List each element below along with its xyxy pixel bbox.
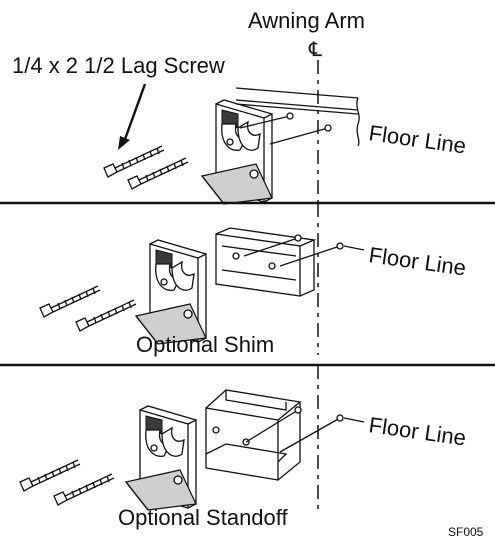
awning-arm-label: Awning Arm <box>248 8 365 33</box>
mounting-bracket-3 <box>125 405 197 511</box>
lag-screw-lower-3 <box>53 473 115 506</box>
panel-shim: Floor Line Optional Shim <box>39 227 468 357</box>
optional-shim-label: Optional Shim <box>136 332 274 357</box>
mounting-bracket <box>201 99 273 205</box>
optional-shim-part <box>215 233 301 297</box>
optional-standoff-part <box>205 407 279 481</box>
lag-screw-upper-3 <box>19 459 81 492</box>
floor-line-label-2: Floor Line <box>367 242 467 280</box>
panel-arm-mount: Awning Arm ℄ 1/4 x 2 1/2 Lag Screw Floor… <box>12 8 468 205</box>
lag-screw-pointer <box>122 83 147 143</box>
lag-screw-upper-2 <box>39 285 101 318</box>
panel-standoff: Floor Line Optional Standoff SF005 <box>19 389 484 539</box>
lag-screw-label: 1/4 x 2 1/2 Lag Screw <box>12 53 225 78</box>
figure-code: SF005 <box>448 525 484 539</box>
lag-screw-lower-2 <box>75 299 137 332</box>
optional-standoff-label: Optional Standoff <box>118 505 288 530</box>
centerline-symbol: ℄ <box>308 39 322 61</box>
mounting-bracket-2 <box>135 239 207 345</box>
pointer-arrowhead <box>118 136 130 150</box>
floor-line-label-3: Floor Line <box>367 412 467 450</box>
floor-line-label-1: Floor Line <box>367 120 467 158</box>
